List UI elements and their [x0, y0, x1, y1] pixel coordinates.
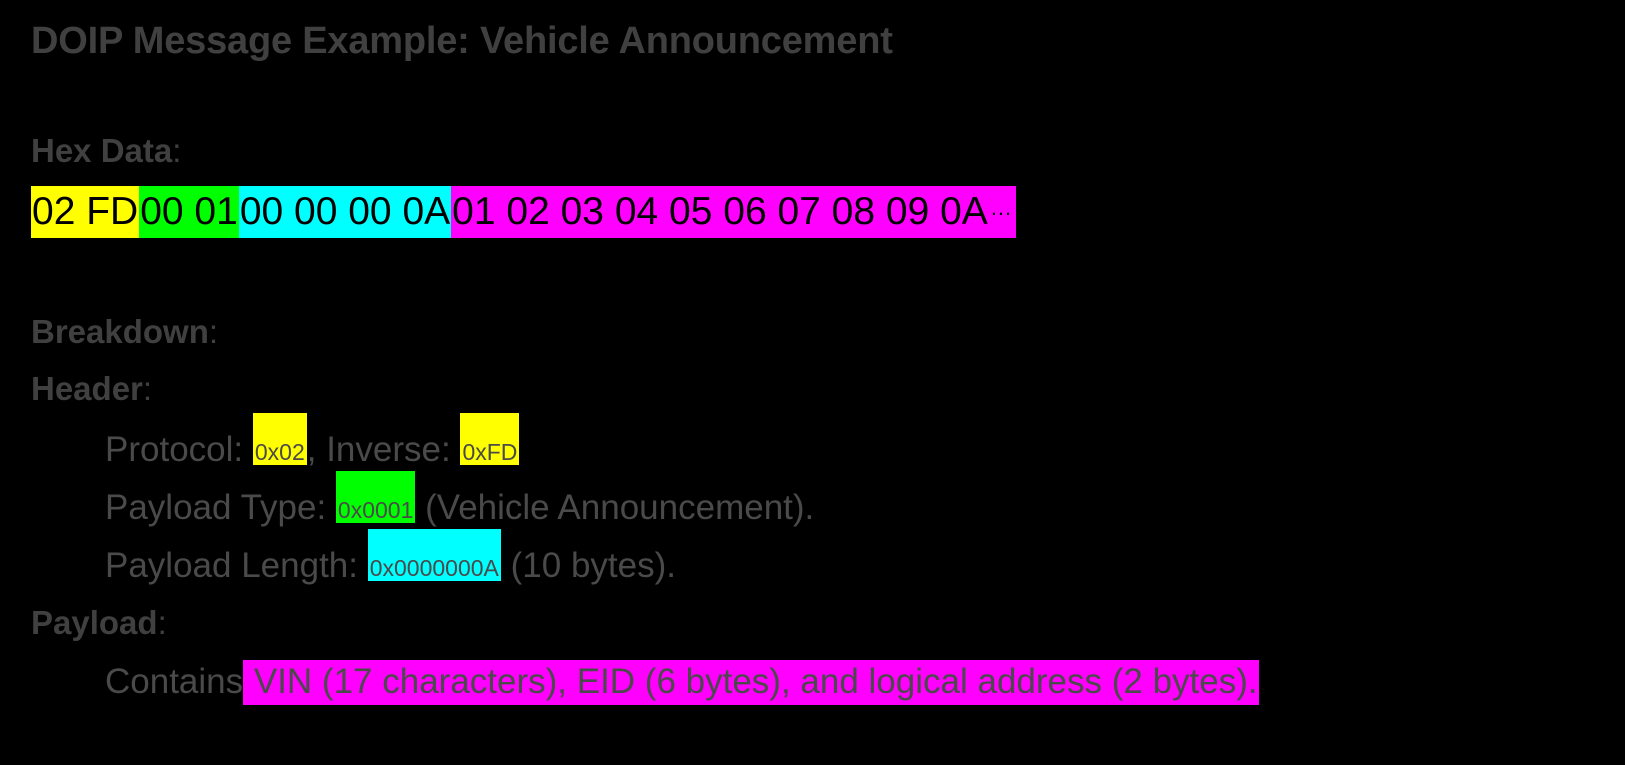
- page-title: DOIP Message Example: Vehicle Announceme…: [31, 20, 893, 62]
- header-heading-word: Header: [31, 370, 143, 407]
- hex-ellipsis: ...: [990, 195, 1013, 220]
- payload-heading-colon: :: [157, 604, 167, 641]
- hex-data-heading: Hex Data:: [31, 132, 181, 170]
- hex-segment-payload-type: 00 01: [139, 186, 239, 238]
- payload-type-line: Payload Type: 0x0001 (Vehicle Announceme…: [105, 486, 814, 530]
- breakdown-heading: Breakdown:: [31, 313, 218, 351]
- payload-contents-value: VIN (17 characters), EID (6 bytes), and …: [243, 660, 1259, 705]
- protocol-separator: ,: [306, 430, 317, 469]
- payload-length-value-chip: 0x0000000A: [367, 555, 501, 581]
- inverse-label: Inverse:: [326, 430, 451, 469]
- payload-heading-word: Payload: [31, 604, 158, 641]
- payload-length-note: (10 bytes).: [510, 546, 676, 585]
- payload-length-line: Payload Length: 0x0000000A (10 bytes).: [105, 544, 676, 588]
- hex-segment-payload-bytes: 01 02 03 04 05 06 07 08 09 0A ...: [451, 186, 1017, 238]
- payload-type-value-chip: 0x0001: [335, 497, 416, 523]
- payload-contents-line: Contains VIN (17 characters), EID (6 byt…: [105, 660, 1259, 705]
- protocol-value-chip: 0x02: [252, 439, 307, 465]
- breakdown-heading-word: Breakdown: [31, 313, 209, 350]
- hex-data-strip: 02 FD 00 01 00 00 00 0A 01 02 03 04 05 0…: [31, 186, 1017, 238]
- header-heading-colon: :: [142, 370, 153, 407]
- hex-segment-protocol-version: 02 FD: [31, 186, 140, 238]
- protocol-label: Protocol:: [105, 430, 244, 469]
- breakdown-heading-colon: :: [208, 313, 219, 350]
- protocol-line: Protocol: 0x02, Inverse: 0xFD: [105, 428, 520, 472]
- payload-type-note: (Vehicle Announcement).: [425, 488, 815, 527]
- payload-contents-label: Contains: [105, 662, 244, 701]
- inverse-value-chip: 0xFD: [460, 439, 520, 465]
- payload-heading: Payload:: [31, 604, 167, 642]
- header-heading: Header:: [31, 370, 152, 408]
- payload-length-label: Payload Length:: [105, 546, 358, 585]
- hex-segment-payload-length: 00 00 00 0A: [238, 186, 452, 238]
- hex-segment-payload-bytes-text: 01 02 03 04 05 06 07 08 09 0A: [452, 190, 988, 233]
- hex-data-heading-colon: :: [172, 132, 182, 169]
- hex-data-heading-word: Hex Data: [31, 132, 173, 169]
- payload-type-label: Payload Type:: [105, 488, 327, 527]
